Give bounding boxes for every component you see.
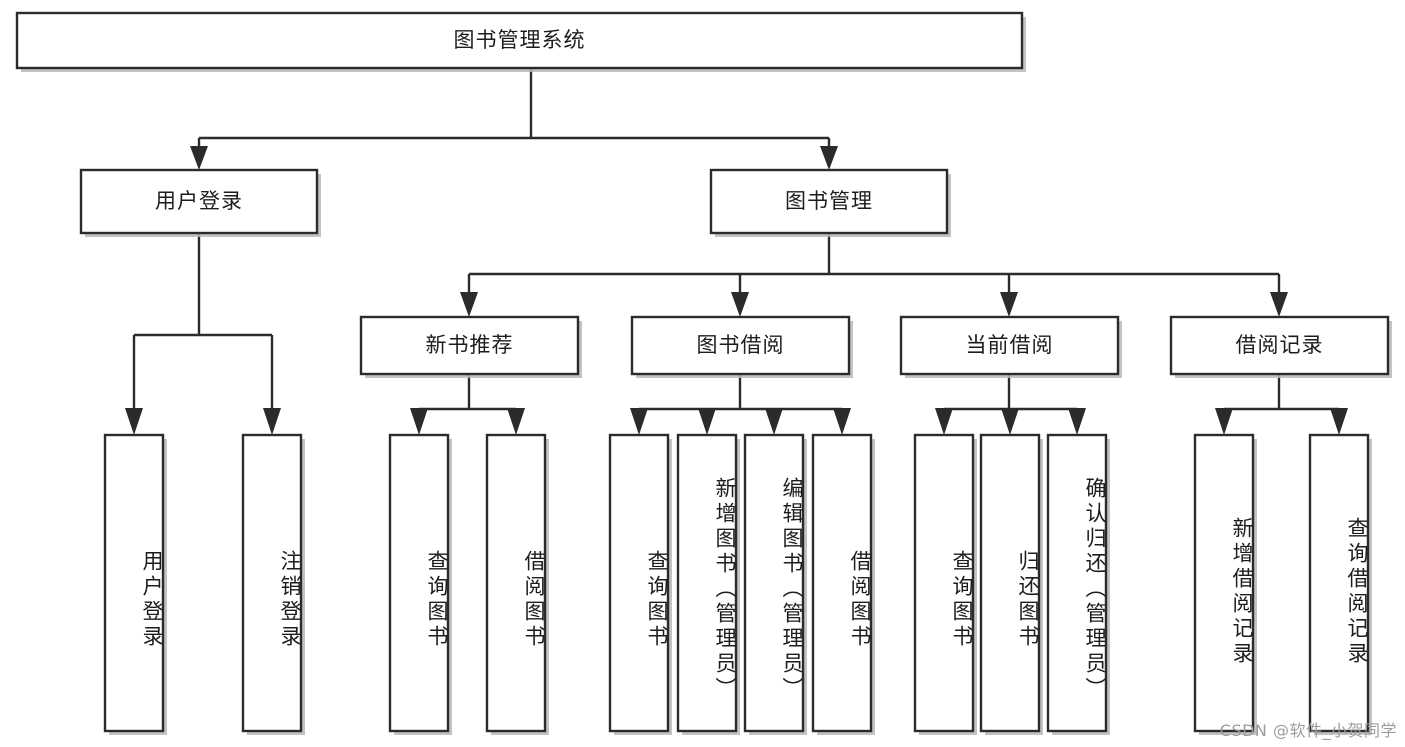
- arrow-head-new-book-rec-leaf-1: [410, 408, 428, 435]
- arrow-head-book-borrow-leaf-2: [698, 408, 716, 435]
- arrow-head-book-manage-child-4: [1270, 292, 1288, 317]
- node-leaf-query-book-rec[interactable]: [388, 433, 452, 735]
- arrow-head-new-book-rec-leaf-2: [507, 408, 525, 435]
- node-borrow-record[interactable]: [1169, 315, 1392, 378]
- node-leaf-query-record-rect[interactable]: [1308, 433, 1370, 733]
- arrow-head-book-manage-child-2: [731, 292, 749, 317]
- node-book-borrow-rect[interactable]: [630, 315, 851, 376]
- arrow-head-user-login-leaf-1: [125, 408, 143, 435]
- connector-group-new-book-rec: [410, 374, 525, 435]
- arrow-head-book-borrow-leaf-4: [833, 408, 851, 435]
- arrow-head-book-borrow-leaf-1: [630, 408, 648, 435]
- arrow-head-root-to-user-login: [190, 146, 208, 170]
- connector-group-current-borrow: [935, 374, 1086, 435]
- node-leaf-add-book[interactable]: [676, 433, 740, 735]
- arrow-head-user-login-leaf-2: [263, 408, 281, 435]
- node-leaf-query-book-cur-rect[interactable]: [913, 433, 975, 733]
- node-leaf-add-book-rect[interactable]: [676, 433, 738, 733]
- node-leaf-query-book[interactable]: [608, 433, 672, 735]
- connector-group-borrow-record: [1215, 374, 1348, 435]
- node-leaf-user-login[interactable]: [103, 433, 167, 735]
- node-borrow-record-rect[interactable]: [1169, 315, 1390, 376]
- node-leaf-borrow-book-rect[interactable]: [811, 433, 873, 733]
- node-leaf-add-record[interactable]: [1193, 433, 1257, 735]
- node-leaf-borrow-book-rec[interactable]: [485, 433, 549, 735]
- node-leaf-confirm-return[interactable]: [1046, 433, 1110, 735]
- node-user-login-rect[interactable]: [79, 168, 319, 235]
- node-root[interactable]: [15, 11, 1026, 72]
- node-leaf-query-book-rec-rect[interactable]: [388, 433, 450, 733]
- arrow-head-current-borrow-leaf-2: [1001, 408, 1019, 435]
- node-leaf-user-login-rect[interactable]: [103, 433, 165, 733]
- arrow-head-book-borrow-leaf-3: [765, 408, 783, 435]
- arrow-head-current-borrow-leaf-1: [935, 408, 953, 435]
- node-leaf-return-book-rect[interactable]: [979, 433, 1041, 733]
- node-user-login[interactable]: [79, 168, 321, 237]
- node-new-book-rec[interactable]: [359, 315, 582, 378]
- node-leaf-query-record[interactable]: [1308, 433, 1372, 735]
- connector-group-book-borrow: [630, 374, 851, 435]
- node-new-book-rec-rect[interactable]: [359, 315, 580, 376]
- node-root-rect[interactable]: [15, 11, 1024, 70]
- arrow-head-current-borrow-leaf-3: [1068, 408, 1086, 435]
- node-leaf-edit-book-rect[interactable]: [743, 433, 805, 733]
- node-book-borrow[interactable]: [630, 315, 853, 378]
- arrow-head-borrow-record-leaf-2: [1330, 408, 1348, 435]
- node-leaf-borrow-book[interactable]: [811, 433, 875, 735]
- node-book-manage[interactable]: [709, 168, 951, 237]
- arrow-head-book-manage-child-1: [460, 292, 478, 317]
- node-leaf-query-book-rect[interactable]: [608, 433, 670, 733]
- connector-group-book-manage: [460, 233, 1288, 317]
- node-current-borrow-rect[interactable]: [899, 315, 1120, 376]
- watermark-text: CSDN @软件_小贺同学: [1219, 721, 1397, 740]
- arrow-head-borrow-record-leaf-1: [1215, 408, 1233, 435]
- node-leaf-user-logout[interactable]: [241, 433, 305, 735]
- node-current-borrow[interactable]: [899, 315, 1122, 378]
- arrow-head-root-to-book-manage: [820, 146, 838, 170]
- node-leaf-return-book[interactable]: [979, 433, 1043, 735]
- node-leaf-borrow-book-rec-rect[interactable]: [485, 433, 547, 733]
- node-leaf-query-book-cur[interactable]: [913, 433, 977, 735]
- connector-group-user-login: [125, 233, 281, 435]
- node-leaf-confirm-return-rect[interactable]: [1046, 433, 1108, 733]
- connector-group-root: [190, 68, 838, 170]
- node-leaf-edit-book[interactable]: [743, 433, 807, 735]
- node-leaf-user-logout-rect[interactable]: [241, 433, 303, 733]
- node-book-manage-rect[interactable]: [709, 168, 949, 235]
- node-leaf-add-record-rect[interactable]: [1193, 433, 1255, 733]
- arrow-head-book-manage-child-3: [1000, 292, 1018, 317]
